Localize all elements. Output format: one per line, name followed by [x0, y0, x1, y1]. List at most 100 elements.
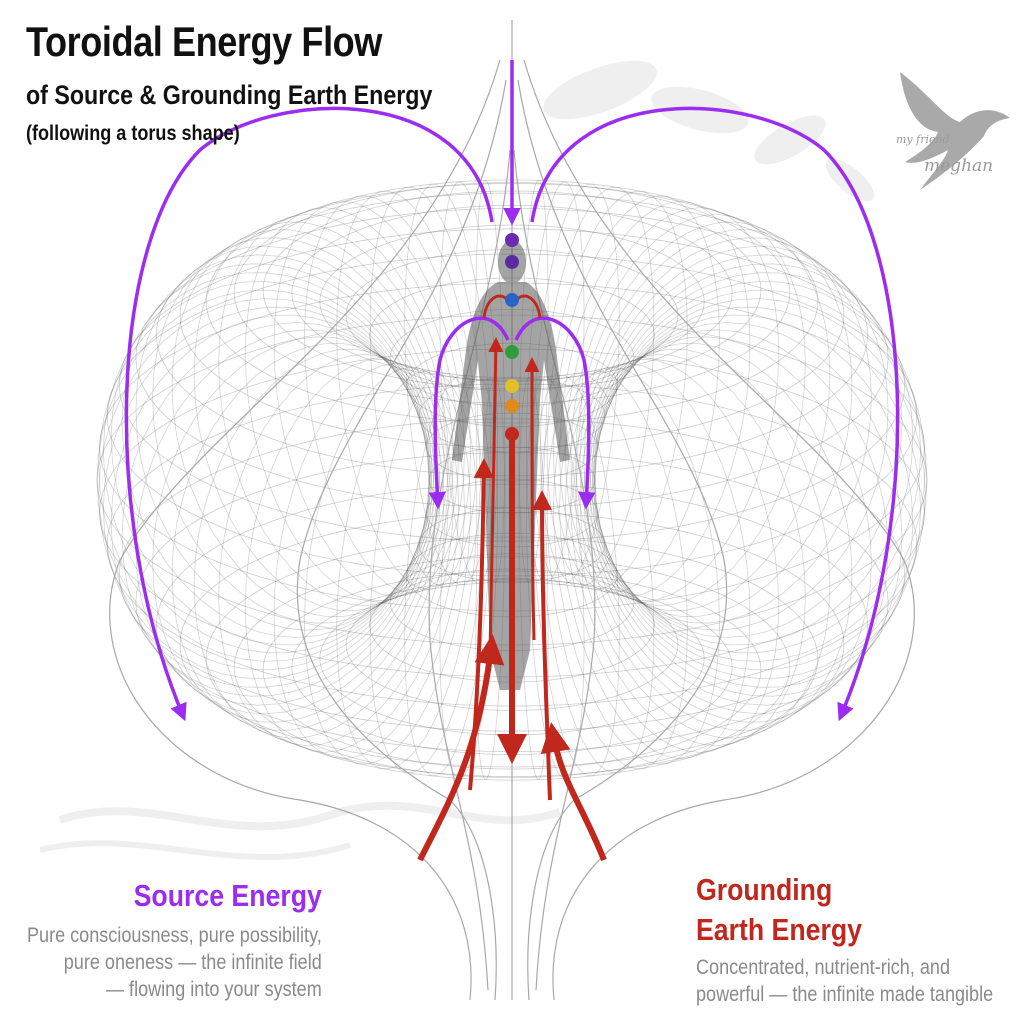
torus-mesh-line: [593, 306, 922, 688]
earth-energy-description: Concentrated, nutrient-rich, and powerfu…: [696, 954, 993, 1008]
torus-mesh-line: [99, 282, 925, 612]
torus-mesh-line: [155, 192, 869, 477]
source-arc-right-inner: [514, 316, 596, 510]
torus-mesh-line: [118, 418, 906, 732]
field-line: [523, 59, 915, 1001]
torus-mesh-line: [564, 358, 780, 753]
torus-mesh-line: [102, 306, 431, 688]
torus-mesh-line: [171, 343, 445, 731]
field-line: [296, 79, 507, 1001]
torus-mesh-line: [121, 254, 435, 638]
torus-mesh-line: [593, 272, 922, 654]
torus-mesh-line: [244, 358, 460, 753]
torus-mesh-line: [594, 289, 928, 671]
earth-line-1: Concentrated, nutrient-rich, and: [696, 956, 950, 979]
torus-mesh-line: [406, 532, 618, 618]
torus-mesh-line: [96, 314, 928, 646]
torus-mesh-line: [291, 579, 733, 756]
torus-mesh-line: [539, 186, 655, 587]
torus-mesh-line: [369, 277, 655, 392]
torus-mesh-line: [273, 200, 465, 597]
earth-heading-line-1: Grounding: [696, 872, 833, 907]
source-arc-left-inner: [428, 316, 510, 510]
torus-mesh-line: [193, 348, 449, 739]
earth-line-2: powerful — the infinite made tangible: [696, 983, 994, 1006]
earth-stream-right-outer: [540, 722, 607, 862]
torus-mesh-line: [570, 213, 806, 607]
chakra-dot: [505, 233, 519, 247]
torus-mesh-line: [570, 353, 806, 747]
source-line-3: — flowing into your system: [106, 978, 322, 1001]
source-energy-description: Pure consciousness, pure possibility, pu…: [27, 922, 322, 1003]
torus-mesh-line: [193, 221, 449, 612]
torus-mesh-line: [336, 370, 478, 770]
torus-mesh-line: [304, 195, 471, 594]
torus-mesh-line: [594, 280, 926, 662]
field-line: [109, 59, 501, 1001]
torus-mesh-line: [102, 272, 431, 654]
torus-mesh-line: [575, 221, 831, 612]
torus-mesh-line: [121, 322, 435, 706]
source-arc-right-outer: [530, 106, 900, 722]
torus-mesh-line: [171, 229, 445, 617]
torus-mesh-line: [553, 366, 720, 765]
torus-mesh-line: [579, 343, 853, 731]
torus-mesh-line: [426, 478, 598, 548]
earth-stream-right-mid: [532, 490, 553, 801]
torus-mesh-line: [369, 568, 655, 683]
torus-mesh-line: [575, 348, 831, 739]
earth-stream-right-inner: [524, 357, 540, 641]
torus-mesh-line: [135, 207, 889, 508]
torus-mesh-line: [262, 190, 762, 390]
torus-mesh-line: [98, 280, 430, 662]
torus-mesh-line: [218, 353, 454, 747]
field-line: [517, 79, 728, 1001]
torus-mesh-line: [96, 289, 430, 671]
torus-mesh-line: [546, 190, 688, 590]
chakra-dot: [505, 345, 519, 359]
torus-mesh-line: [99, 348, 925, 678]
torus-mesh-line: [389, 553, 635, 652]
torus-mesh-line: [106, 383, 918, 707]
torus-mesh-line: [583, 237, 872, 624]
torus-mesh-line: [559, 363, 751, 760]
chakra-dot: [505, 293, 519, 307]
chakra-dot: [505, 399, 519, 413]
torus-mesh-line: [262, 570, 762, 770]
torus-mesh-line: [553, 195, 720, 594]
earth-stream-left-inner: [488, 337, 504, 651]
torus-mesh-line: [583, 336, 872, 723]
torus-mesh-line: [233, 556, 791, 779]
torus-mesh-line: [152, 336, 441, 723]
torus-mesh-line: [579, 229, 853, 617]
source-line-1: Pure consciousness, pure possibility,: [27, 924, 322, 947]
torus-mesh-line: [418, 507, 606, 583]
torus-mesh-line: [319, 224, 705, 379]
torus-mesh-line: [118, 228, 906, 542]
page-note: (following a torus shape): [26, 122, 240, 145]
torus-mesh-line: [319, 581, 705, 736]
torus-mesh-line: [110, 263, 433, 646]
earth-stream-left-mid: [468, 458, 494, 791]
chakra-dot: [505, 255, 519, 269]
source-energy-heading: Source Energy: [133, 878, 322, 913]
earth-heading-line-2: Earth Energy: [696, 912, 862, 947]
torus-mesh-line: [389, 308, 635, 407]
source-arc-left-outer: [124, 106, 494, 722]
logo-small-text: my friend: [896, 133, 950, 146]
torus-mesh-line: [589, 322, 903, 706]
torus-mesh-line: [179, 512, 845, 777]
page-title: Toroidal Energy Flow: [26, 18, 382, 65]
torus-mesh-line: [106, 253, 918, 577]
torus-mesh-line: [291, 204, 733, 381]
source-energy-flows: [124, 60, 900, 722]
torus-mesh-line: [304, 366, 471, 765]
torus-mesh-line: [589, 254, 903, 638]
torus-mesh-line: [428, 446, 596, 514]
torus-mesh-line: [345, 249, 679, 382]
torus-mesh-line: [591, 263, 914, 646]
bird-logo-icon: [900, 72, 1010, 190]
torus-mesh-line: [205, 179, 819, 424]
source-line-2: pure oneness — the infinite field: [63, 951, 322, 974]
